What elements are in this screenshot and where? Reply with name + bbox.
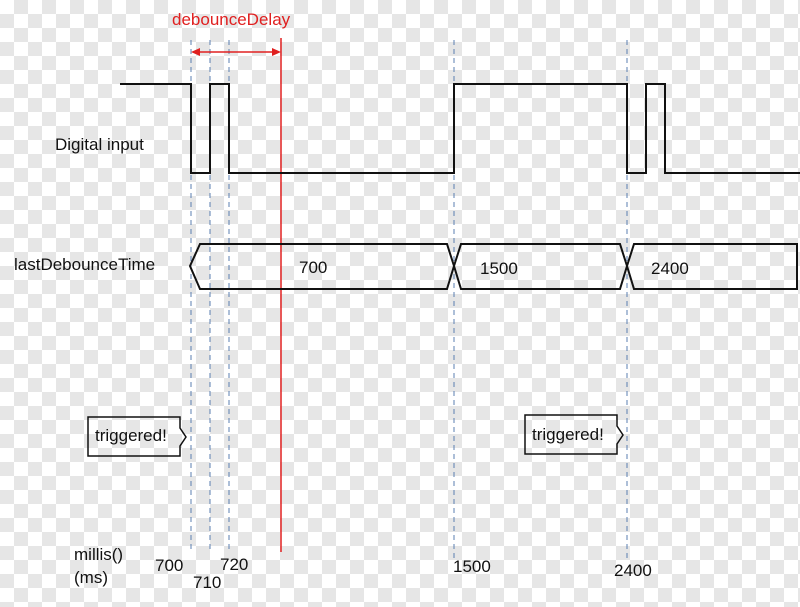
last-debounce-time-bus <box>188 243 798 290</box>
bus-value-1500: 1500 <box>480 259 518 278</box>
debounce-delay-marker: debounceDelay <box>172 10 291 552</box>
tick-label-710: 710 <box>193 573 221 592</box>
bus-segment-1500 <box>452 243 629 290</box>
tick-label-720: 720 <box>220 555 248 574</box>
bus-segment-700 <box>188 243 456 290</box>
digital-input-label: Digital input <box>55 135 144 154</box>
digital-input-waveform <box>120 83 800 174</box>
triggered-label-2: triggered! <box>532 425 604 444</box>
triggered-label-1: triggered! <box>95 426 167 445</box>
bus-value-2400: 2400 <box>651 259 689 278</box>
delay-arrow-head-left <box>191 48 200 56</box>
debounce-delay-label: debounceDelay <box>172 10 291 29</box>
tick-label-1500: 1500 <box>453 557 491 576</box>
millis-label-line2: (ms) <box>74 568 108 587</box>
tick-label-700: 700 <box>155 556 183 575</box>
millis-label-line1: millis() <box>74 545 123 564</box>
delay-arrow-head-right <box>272 48 281 56</box>
triggered-flag-2: triggered! <box>524 414 624 455</box>
triggered-flag-1: triggered! <box>87 416 187 457</box>
tick-label-2400: 2400 <box>614 561 652 580</box>
bus-value-700: 700 <box>299 258 327 277</box>
guide-lines <box>190 40 628 560</box>
last-debounce-time-label: lastDebounceTime <box>14 255 155 274</box>
bus-segment-2400 <box>625 243 798 290</box>
